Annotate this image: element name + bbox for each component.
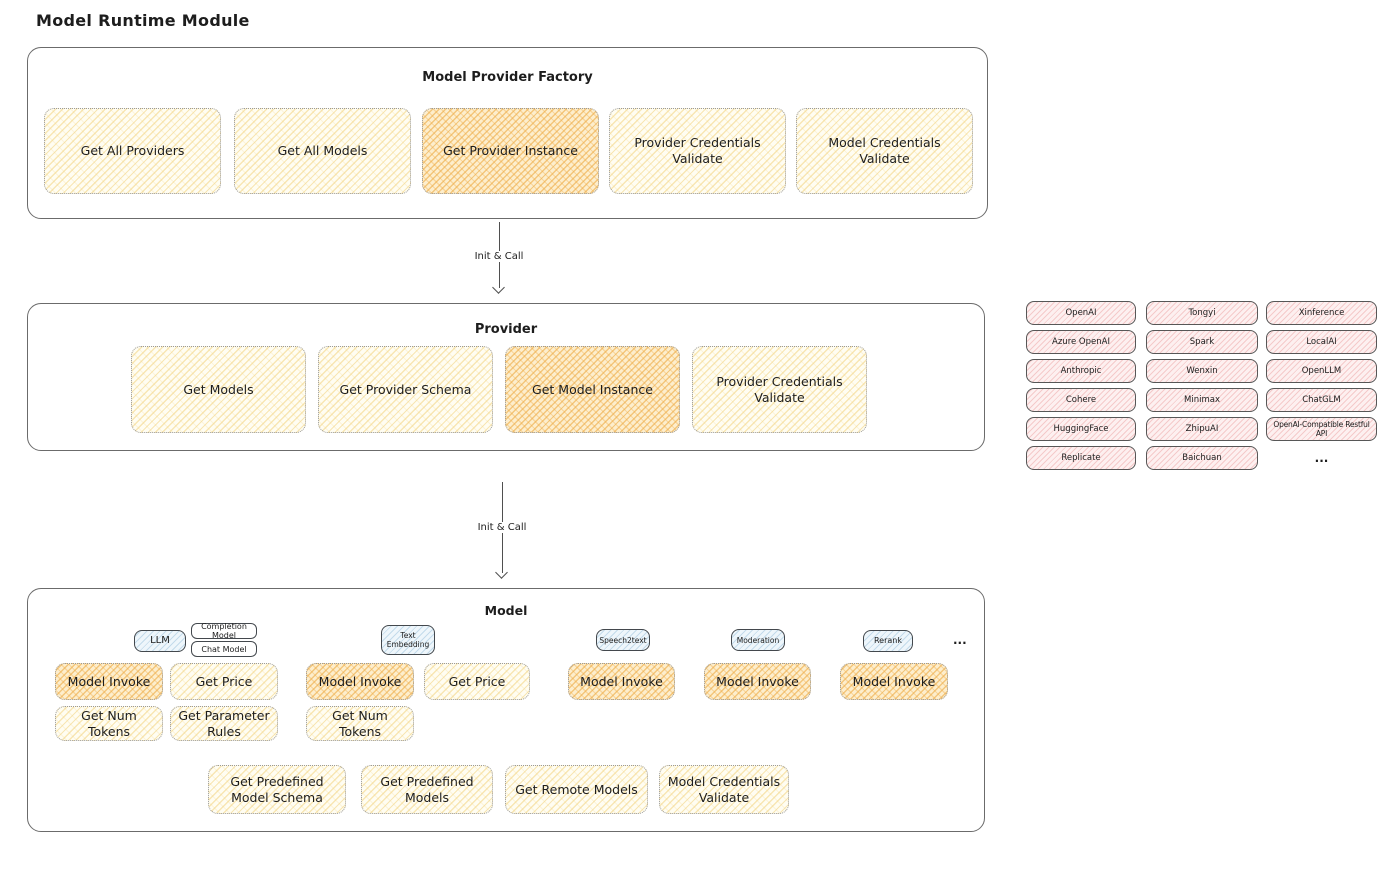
model-button-get-remote-models: Get Remote Models — [505, 765, 648, 814]
model-button-get-predefined-models: Get Predefined Models — [361, 765, 493, 814]
factory-button-get-all-providers: Get All Providers — [44, 108, 221, 194]
provider-item-openai: OpenAI — [1026, 301, 1136, 325]
model-button-rerank-model-invoke: Model Invoke — [840, 663, 948, 700]
provider-list-column-3: Xinference LocalAI OpenLLM ChatGLM OpenA… — [1266, 301, 1377, 470]
provider-list-column-2: Tongyi Spark Wenxin Minimax ZhipuAI Baic… — [1146, 301, 1258, 470]
model-type-tab-rerank: Rerank — [863, 630, 913, 652]
model-box: Model LLM Completion Model Chat Model Te… — [27, 588, 985, 832]
model-tabs-ellipsis: ... — [953, 633, 967, 647]
model-button-llm-get-price: Get Price — [170, 663, 278, 700]
provider-item-openai-compatible-restful-api: OpenAI-Compatible Restful API — [1266, 417, 1377, 441]
provider-item-localai: LocalAI — [1266, 330, 1377, 354]
provider-item-zhipuai: ZhipuAI — [1146, 417, 1258, 441]
arrow-provider-to-model-head — [495, 566, 508, 579]
model-button-llm-get-num-tokens: Get Num Tokens — [55, 706, 163, 741]
provider-item-anthropic: Anthropic — [1026, 359, 1136, 383]
provider-button-provider-credentials-validate: Provider Credentials Validate — [692, 346, 867, 433]
factory-title: Model Provider Factory — [422, 70, 593, 85]
model-title: Model — [484, 603, 528, 618]
factory-button-get-provider-instance: Get Provider Instance — [422, 108, 599, 194]
provider-item-openllm: OpenLLM — [1266, 359, 1377, 383]
provider-list-ellipsis: ... — [1314, 451, 1329, 465]
arrow-provider-to-model-label: Init & Call — [472, 522, 532, 533]
model-type-tab-text-embedding: Text Embedding — [381, 625, 435, 655]
page-title: Model Runtime Module — [36, 11, 250, 30]
model-button-llm-get-parameter-rules: Get Parameter Rules — [170, 706, 278, 741]
provider-item-minimax: Minimax — [1146, 388, 1258, 412]
provider-item-chatglm: ChatGLM — [1266, 388, 1377, 412]
provider-button-get-provider-schema: Get Provider Schema — [318, 346, 493, 433]
model-button-text-embedding-get-num-tokens: Get Num Tokens — [306, 706, 414, 741]
model-subtab-chat-model: Chat Model — [191, 641, 257, 657]
model-button-model-credentials-validate: Model Credentials Validate — [659, 765, 789, 814]
model-type-tab-speech2text: Speech2text — [596, 629, 650, 651]
model-type-tab-llm: LLM — [134, 630, 186, 652]
arrow-factory-to-provider-label: Init & Call — [469, 251, 529, 262]
model-subtab-completion-model: Completion Model — [191, 622, 257, 640]
provider-button-get-models: Get Models — [131, 346, 306, 433]
factory-button-provider-credentials-validate: Provider Credentials Validate — [609, 108, 786, 194]
provider-item-replicate: Replicate — [1026, 446, 1136, 470]
provider-item-azure-openai: Azure OpenAI — [1026, 330, 1136, 354]
provider-item-spark: Spark — [1146, 330, 1258, 354]
provider-item-wenxin: Wenxin — [1146, 359, 1258, 383]
provider-list-column-1: OpenAI Azure OpenAI Anthropic Cohere Hug… — [1026, 301, 1136, 470]
provider-title: Provider — [474, 322, 538, 337]
provider-button-get-model-instance: Get Model Instance — [505, 346, 680, 433]
provider-box: Provider Get Models Get Provider Schema … — [27, 303, 985, 451]
model-button-moderation-model-invoke: Model Invoke — [704, 663, 811, 700]
model-button-llm-model-invoke: Model Invoke — [55, 663, 163, 700]
provider-item-baichuan: Baichuan — [1146, 446, 1258, 470]
provider-item-tongyi: Tongyi — [1146, 301, 1258, 325]
factory-button-model-credentials-validate: Model Credentials Validate — [796, 108, 973, 194]
arrow-factory-to-provider-head — [492, 281, 505, 294]
model-button-text-embedding-get-price: Get Price — [424, 663, 530, 700]
model-button-speech2text-model-invoke: Model Invoke — [568, 663, 675, 700]
provider-item-huggingface: HuggingFace — [1026, 417, 1136, 441]
provider-item-xinference: Xinference — [1266, 301, 1377, 325]
model-button-get-predefined-model-schema: Get Predefined Model Schema — [208, 765, 346, 814]
model-type-tab-moderation: Moderation — [731, 629, 785, 651]
provider-item-cohere: Cohere — [1026, 388, 1136, 412]
model-button-text-embedding-model-invoke: Model Invoke — [306, 663, 414, 700]
factory-box: Model Provider Factory Get All Providers… — [27, 47, 988, 219]
factory-button-get-all-models: Get All Models — [234, 108, 411, 194]
